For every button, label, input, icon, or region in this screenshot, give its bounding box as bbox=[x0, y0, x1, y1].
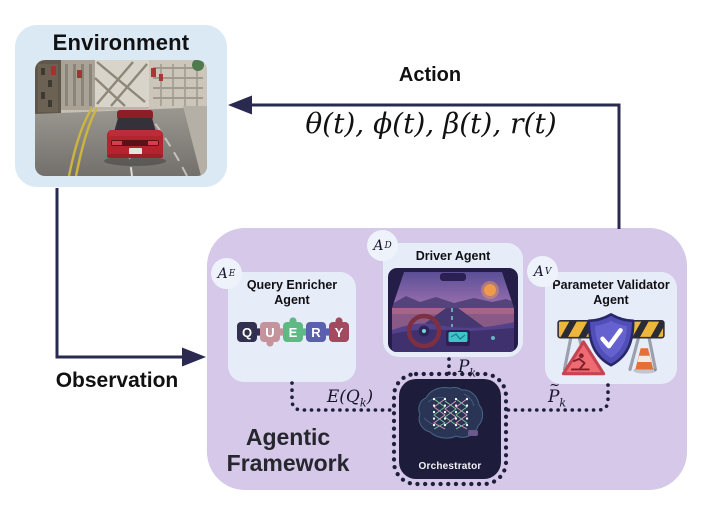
framework-title-line2: Framework bbox=[226, 450, 350, 476]
observation-label: Observation bbox=[55, 369, 179, 392]
driving-scene-image bbox=[35, 60, 207, 176]
observation-arrow-line bbox=[55, 188, 184, 359]
driver-interior-illustration bbox=[388, 268, 518, 352]
environment-title: Environment bbox=[52, 30, 190, 55]
observation-arrowhead-icon bbox=[182, 347, 206, 367]
framework-title-line1: Agentic bbox=[245, 424, 331, 450]
orchestrator-label: Orchestrator bbox=[418, 461, 482, 472]
puzzle-piece-e: E bbox=[283, 317, 309, 342]
agent-card-query-enricher: Query Enricher Agent Q U E bbox=[228, 272, 356, 382]
validator-illustration bbox=[557, 313, 665, 376]
puzzle-piece-r: R bbox=[306, 322, 332, 342]
connector-validator-label: ~Pk bbox=[547, 378, 567, 410]
svg-text:Y: Y bbox=[335, 325, 344, 340]
svg-text:Q: Q bbox=[242, 325, 252, 340]
parameter-validator-title: Parameter Validator Agent bbox=[552, 278, 670, 307]
svg-text:R: R bbox=[311, 325, 321, 340]
orchestrator-box: Orchestrator bbox=[399, 379, 501, 479]
action-formula: θ(t), ϕ(t), β(t), r(t) bbox=[305, 107, 557, 140]
svg-text:E: E bbox=[289, 325, 298, 340]
svg-text:U: U bbox=[265, 325, 274, 340]
action-label: Action bbox=[398, 64, 462, 86]
query-puzzle-image: Q U E R Y bbox=[237, 317, 349, 347]
agent-card-driver: Driver Agent bbox=[383, 243, 523, 357]
action-arrowhead-icon bbox=[228, 95, 252, 115]
puzzle-piece-q: Q bbox=[237, 322, 263, 342]
driver-agent-title: Driver Agent bbox=[415, 249, 491, 263]
framework-title: Agentic Framework bbox=[208, 424, 368, 476]
puzzle-piece-u: U bbox=[260, 322, 286, 347]
orchestrator-brain-illustration bbox=[418, 386, 484, 439]
puzzle-piece-y: Y bbox=[329, 317, 349, 342]
connector-enricher-label: E(Qk) bbox=[326, 387, 374, 410]
agent-card-parameter-validator: Parameter Validator Agent bbox=[545, 272, 677, 384]
query-enricher-title: Query Enricher Agent bbox=[246, 278, 338, 307]
connector-driver-label: Pk bbox=[457, 357, 477, 380]
